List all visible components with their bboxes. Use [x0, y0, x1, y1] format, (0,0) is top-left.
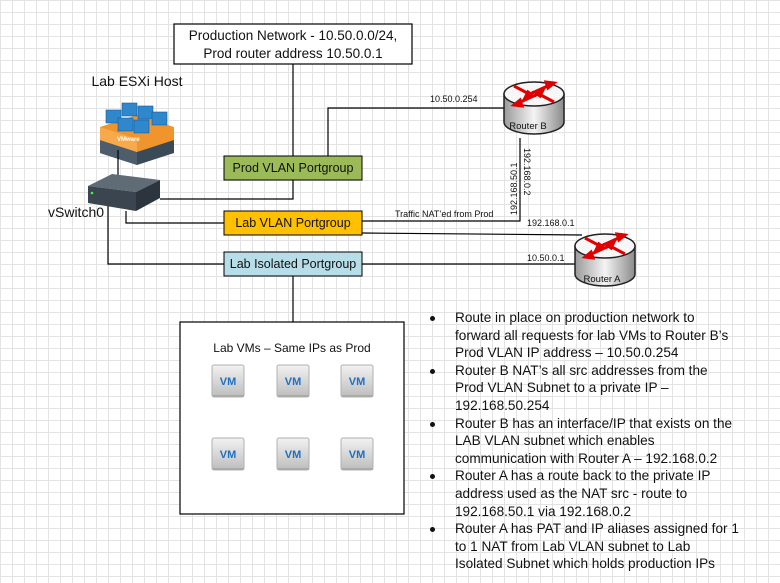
lab-vms-title: Lab VMs – Same IPs as Prod [213, 341, 370, 355]
router-b-nat-ip: 192.168.50.1 [509, 162, 519, 215]
nat-traffic-label: Traffic NAT’ed from Prod [395, 209, 493, 219]
vm-icon: VM [276, 364, 310, 398]
production-network-line2: Prod router address 10.50.0.1 [203, 46, 382, 61]
bullet-icon [430, 474, 435, 480]
vmware-esxi-host-icon: VMware [100, 102, 174, 165]
note-item: Router A has PAT and IP aliases assigned… [430, 520, 760, 573]
note-line: Prod VLAN IP address – 10.50.0.254 [455, 345, 679, 361]
lab-vlan-portgroup: Lab VLAN Portgroup [223, 210, 363, 236]
prod-vlan-portgroup-label: Prod VLAN Portgroup [233, 161, 354, 175]
vm-label: VM [220, 376, 237, 388]
note-line: address used as the NAT src - route to [455, 485, 688, 501]
note-line: forward all requests for lab VMs to Rout… [455, 327, 729, 343]
bullet-icon [430, 421, 435, 427]
esxi-host-label: Lab ESXi Host [91, 73, 182, 89]
connection-lines [107, 64, 583, 322]
bullet-icon [430, 316, 435, 321]
lab-vms-box: Lab VMs – Same IPs as Prod VM VM VM VM VM VM [179, 321, 405, 515]
note-line: Router A has PAT and IP aliases assigned… [455, 521, 739, 537]
lab-isolated-portgroup-label: Lab Isolated Portgroup [230, 257, 357, 271]
vmware-brand: VMware [117, 137, 140, 143]
note-item: Router B NAT’s all src addresses from th… [430, 362, 760, 415]
vm-label: VM [285, 449, 302, 461]
note-item: Router A has a route back to the private… [430, 467, 760, 520]
vswitch-icon [88, 174, 160, 211]
note-line: Router A has a route back to the private… [455, 468, 711, 484]
bullet-icon [430, 527, 435, 533]
vm-label: VM [349, 449, 366, 461]
link-prod-portgroup-to-router-b [327, 107, 504, 156]
vm-label: VM [285, 376, 302, 388]
note-line: Isolated Subnet which holds production I… [455, 556, 715, 572]
production-network-box: Production Network - 10.50.0.0/24, Prod … [173, 23, 413, 65]
note-line: Prod VLAN Subnet to a private IP – [455, 380, 669, 396]
note-item: Router B has an interface/IP that exists… [430, 415, 760, 468]
vm-icon: VM [276, 437, 310, 471]
link-lab-portgroup-to-router-a [361, 232, 583, 236]
vm-label: VM [220, 449, 237, 461]
router-a-lab-ip: 192.168.0.1 [527, 218, 575, 228]
router-a-label: Router A [584, 274, 622, 285]
vm-icon: VM [340, 364, 374, 398]
notes-list: Route in place on production network to f… [430, 309, 760, 573]
link-vswitch-to-lab-portgroup [125, 211, 224, 224]
router-b-label: Router B [509, 121, 547, 132]
vm-icon: VM [340, 437, 374, 471]
vm-icon: VM [211, 364, 245, 398]
link-lab-portgroup-to-router-b [362, 138, 521, 222]
vm-icon: VM [211, 437, 245, 471]
note-item: Route in place on production network to f… [430, 309, 760, 362]
note-line: Router B NAT’s all src addresses from th… [455, 362, 708, 378]
vm-label: VM [349, 376, 366, 388]
note-line: to 1 NAT from Lab VLAN subnet to Lab [455, 538, 691, 554]
note-line: communication with Router A – 192.168.0.… [455, 450, 718, 466]
link-vswitch-to-isolated-portgroup [107, 205, 224, 265]
note-line: Route in place on production network to [455, 310, 695, 325]
link-prod-portgroup-to-vswitch [160, 180, 294, 200]
router-a: Router A [573, 232, 637, 288]
bullet-icon [430, 368, 435, 374]
prod-vlan-portgroup: Prod VLAN Portgroup [223, 155, 363, 181]
router-b-prod-ip: 10.50.0.254 [430, 94, 478, 104]
note-line: Router B has an interface/IP that exists… [455, 415, 733, 431]
router-b-lab-ip: 192.168.0.2 [522, 148, 532, 196]
lab-vlan-portgroup-label: Lab VLAN Portgroup [235, 216, 350, 230]
production-network-line1: Production Network - 10.50.0.0/24, [189, 28, 398, 43]
note-line: 192.168.50.254 [455, 397, 550, 413]
vswitch-label: vSwitch0 [48, 204, 104, 220]
note-line: LAB VLAN subnet which enables [455, 433, 655, 449]
router-b: Router B [502, 80, 566, 136]
lab-isolated-portgroup: Lab Isolated Portgroup [223, 251, 363, 277]
router-a-isolated-ip: 10.50.0.1 [527, 253, 565, 263]
note-line: 192.168.50.1 via 192.168.0.2 [455, 503, 632, 519]
